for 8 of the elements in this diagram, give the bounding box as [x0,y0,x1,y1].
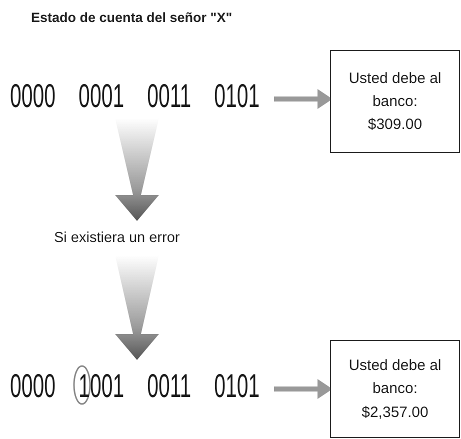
condition-text: Si existiera un error [54,230,180,248]
balance-box: Usted debe al banco: $2,357.00 [330,340,460,438]
title: Estado de cuenta del señor "X" [31,10,232,25]
binary-number: 0000 0001 0011 0101 [10,79,260,112]
balance-box: Usted debe al banco: $309.00 [330,50,460,153]
binary-number: 0000 1001 0011 0101 [10,369,260,402]
arrow [274,379,332,399]
arrow [274,89,332,109]
